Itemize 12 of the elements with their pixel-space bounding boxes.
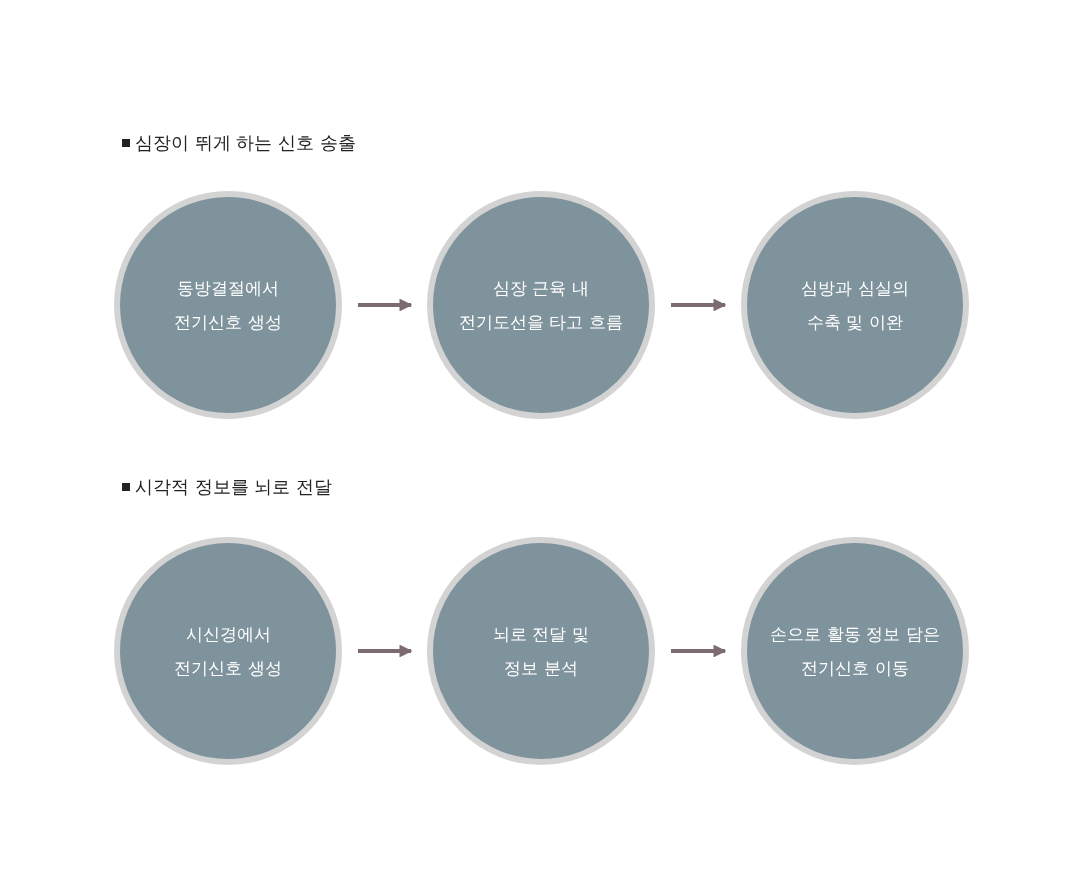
node-text: 시신경에서 전기신호 생성 (173, 623, 283, 680)
node-text: 손으로 활동 정보 담은 전기신호 이동 (769, 623, 941, 680)
section-heading: 심장이 뛰게 하는 신호 송출 (135, 131, 356, 155)
arrow (671, 644, 727, 658)
arrow (671, 298, 727, 312)
node-text: 동방결절에서 전기신호 생성 (173, 277, 283, 334)
section-heading: 시각적 정보를 뇌로 전달 (135, 475, 333, 499)
node-text: 심장 근육 내 전기도선을 타고 흐름 (458, 277, 624, 334)
node-text: 뇌로 전달 및 정보 분석 (492, 623, 590, 680)
node-text: 심방과 심실의 수축 및 이완 (800, 277, 910, 334)
arrow (358, 298, 413, 312)
arrow (358, 644, 413, 658)
